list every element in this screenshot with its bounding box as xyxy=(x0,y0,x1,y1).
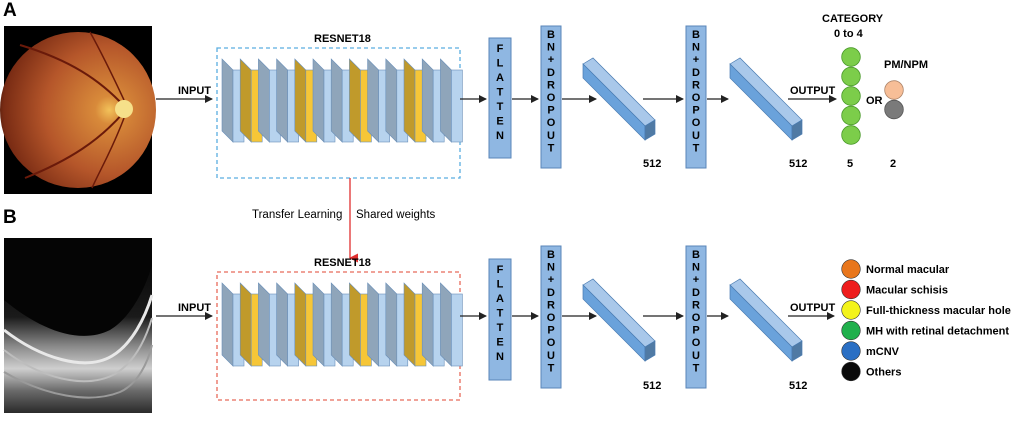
panel-a-label: A xyxy=(3,0,17,21)
legend-label: Full-thickness macular hole xyxy=(866,305,1011,317)
bn-dropout-1-block-bottom xyxy=(540,245,562,389)
pm-title: PM/NPM xyxy=(884,59,928,71)
conv-layer-blue xyxy=(421,282,445,367)
legend-item: Others xyxy=(841,361,901,382)
pm-count: 2 xyxy=(890,158,896,170)
dense-2-units-bottom: 512 xyxy=(789,380,807,392)
category-node xyxy=(841,66,861,87)
bn-dropout-1-block-top xyxy=(540,25,562,169)
category-range: 0 to 4 xyxy=(834,28,864,40)
or-label: OR xyxy=(866,95,883,107)
conv-layer-blue xyxy=(385,282,409,367)
oct-image xyxy=(3,238,154,413)
legend-swatch xyxy=(841,259,861,279)
legend-label: Normal macular xyxy=(866,264,950,276)
legend-swatch xyxy=(841,361,861,382)
category-node xyxy=(841,47,861,67)
legend-label: mCNV xyxy=(866,346,900,358)
legend-swatch xyxy=(841,279,861,300)
panel-b-label: B xyxy=(3,207,17,228)
conv-layer-blue xyxy=(440,58,463,143)
dense-2-units-top: 512 xyxy=(789,158,807,170)
legend-item: MH with retinal detachment xyxy=(841,320,1009,341)
legend-label: Macular schisis xyxy=(866,285,948,297)
conv-layer-blue xyxy=(330,282,354,367)
category-node xyxy=(841,86,861,106)
category-node xyxy=(841,125,861,145)
category-nodes xyxy=(841,47,861,145)
legend-item: Normal macular xyxy=(841,259,950,279)
conv-layer-yellow xyxy=(294,58,318,143)
category-count: 5 xyxy=(847,158,853,170)
conv-layer-blue xyxy=(276,58,299,143)
resnet18-layers-top xyxy=(221,58,463,143)
transfer-learning-label: Transfer Learning xyxy=(252,209,342,221)
output-label-top: OUTPUT xyxy=(790,85,836,97)
conv-layer-blue xyxy=(258,282,281,367)
conv-layer-blue xyxy=(440,282,463,367)
legend-item: Macular schisis xyxy=(841,279,948,300)
conv-layer-blue xyxy=(276,282,299,367)
resnet18-box-bottom xyxy=(216,271,461,401)
flatten-block-top xyxy=(488,37,512,159)
pm-node xyxy=(884,80,904,100)
legend-swatch xyxy=(841,320,861,341)
resnet18-label-top: RESNET18 xyxy=(314,33,371,45)
category-title: CATEGORY xyxy=(822,13,884,25)
dense-1-block-bottom xyxy=(582,278,656,362)
input-label-top: INPUT xyxy=(178,85,211,97)
conv-layer-yellow xyxy=(349,58,372,143)
legend-item: Full-thickness macular hole xyxy=(841,300,1011,320)
conv-layer-blue xyxy=(312,282,336,367)
conv-layer-blue xyxy=(421,58,445,143)
flatten-block-bottom xyxy=(488,258,512,381)
conv-layer-blue xyxy=(330,58,354,143)
conv-layer-blue xyxy=(367,282,390,367)
dense-2-block-top xyxy=(729,57,803,141)
input-label-bottom: INPUT xyxy=(178,302,211,314)
pm-node xyxy=(884,99,904,120)
dense-1-block-top xyxy=(582,57,656,141)
legend-label: MH with retinal detachment xyxy=(866,326,1009,338)
output-label-bottom: OUTPUT xyxy=(790,302,836,314)
conv-layer-yellow xyxy=(239,58,263,143)
conv-layer-blue xyxy=(385,58,409,143)
legend-swatch xyxy=(841,341,861,361)
legend-item: mCNV xyxy=(841,341,900,361)
resnet18-layers-bottom xyxy=(221,282,463,367)
dense-1-units-bottom: 512 xyxy=(643,380,661,392)
legend-swatch xyxy=(841,300,861,320)
dense-1-units-top: 512 xyxy=(643,158,661,170)
conv-layer-yellow xyxy=(403,282,427,367)
legend-label: Others xyxy=(866,367,901,379)
category-node xyxy=(841,105,861,126)
pm-nodes xyxy=(884,80,904,120)
fundus-image xyxy=(0,26,156,194)
resnet18-label-bottom: RESNET18 xyxy=(314,257,371,269)
dense-2-block-bottom xyxy=(729,278,803,362)
conv-layer-blue xyxy=(312,58,336,143)
bn-dropout-2-block-bottom xyxy=(685,245,707,389)
bn-dropout-2-block-top xyxy=(685,25,707,169)
shared-weights-label: Shared weights xyxy=(356,209,436,221)
